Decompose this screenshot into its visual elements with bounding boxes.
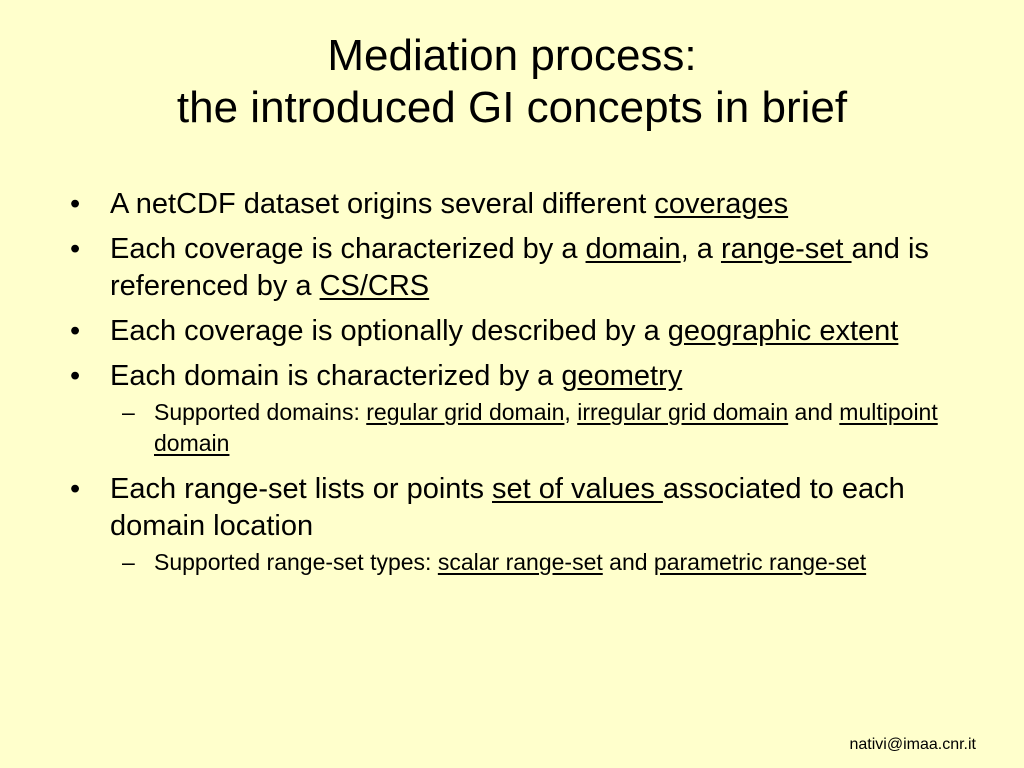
bullet-text: associated to each domain location [110, 473, 905, 542]
parametric-range-set-term: parametric range-set [653, 549, 867, 575]
set-of-values-term: set of values [492, 473, 663, 505]
bullet-text: Each domain is characterized by a [110, 360, 562, 392]
cs-crs-term: CS/CRS [319, 270, 430, 302]
bullet-text: Each coverage is characterized by a [110, 233, 586, 265]
bullet-coverages: • A netCDF dataset origins several diffe… [70, 186, 970, 223]
bullet-dot-icon: • [70, 360, 81, 392]
bullet-text: A netCDF dataset origins several differe… [110, 188, 655, 220]
bullet-dot-icon: • [70, 315, 81, 347]
range-set-term: range-set [720, 233, 852, 265]
bullet-geometry: • Each domain is characterized by a geom… [70, 358, 970, 459]
sub-bullet-range-set-types: – Supported range-set types: scalar rang… [110, 547, 970, 578]
dash-icon: – [122, 399, 135, 425]
bullet-geographic-extent: • Each coverage is optionally described … [70, 313, 970, 350]
bullet-dot-icon: • [70, 233, 81, 265]
sub-bullet-text: , [564, 399, 578, 425]
slide-title: Mediation process: the introduced GI con… [0, 30, 1024, 134]
domain-term: domain [585, 233, 681, 265]
bullet-dot-icon: • [70, 188, 81, 220]
title-line-1: Mediation process: [327, 31, 697, 80]
title-line-2: the introduced GI concepts in brief [176, 83, 848, 132]
footer-email: nativi@imaa.cnr.it [849, 736, 976, 753]
multipoint-domain-term: multipoint domain [154, 399, 938, 456]
sub-bullet-supported-domains: – Supported domains: regular grid domain… [110, 397, 970, 459]
content-area: • A netCDF dataset origins several diffe… [70, 186, 970, 590]
bullet-range-set-values: • Each range-set lists or points set of … [70, 471, 970, 578]
sub-bullet-text: and [788, 399, 840, 425]
sub-bullet-text: and [602, 549, 654, 575]
bullet-text: and is referenced by a [110, 233, 929, 302]
geometry-term: geometry [561, 360, 683, 392]
bullet-list: • A netCDF dataset origins several diffe… [70, 186, 970, 578]
regular-grid-domain-term: regular grid domain [366, 399, 565, 425]
geographic-extent-term: geographic extent [667, 315, 899, 347]
bullet-text: , a [680, 233, 721, 265]
bullet-text: Each range-set lists or points [110, 473, 493, 505]
bullet-domain-rangeset: • Each coverage is characterized by a do… [70, 231, 970, 305]
sub-bullet-text: Supported domains: [154, 399, 367, 425]
scalar-range-set-term: scalar range-set [437, 549, 603, 575]
bullet-dot-icon: • [70, 473, 81, 505]
coverages-term: coverages [654, 188, 789, 220]
bullet-text: Each coverage is optionally described by… [110, 315, 668, 347]
sub-bullet-list: – Supported domains: regular grid domain… [110, 397, 970, 459]
irregular-grid-domain-term: irregular grid domain [577, 399, 789, 425]
dash-icon: – [122, 549, 135, 575]
sub-bullet-list: – Supported range-set types: scalar rang… [110, 547, 970, 578]
sub-bullet-text: Supported range-set types: [154, 549, 438, 575]
